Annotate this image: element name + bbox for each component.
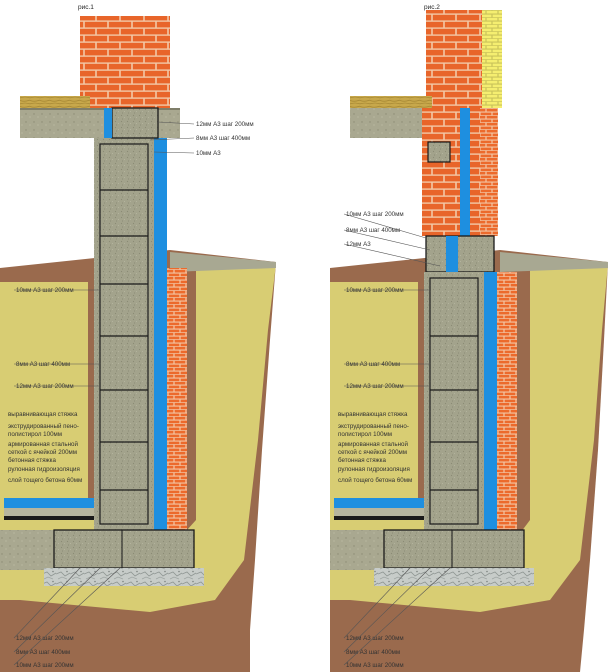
label-layer-lean-concrete-2: слой тощего бетона 60мм	[338, 477, 412, 484]
label-layer-slab-2: бетонная стяжка	[338, 457, 387, 464]
floor-layers-2	[330, 498, 424, 570]
footing-1	[53, 529, 195, 569]
wall-rebar-2	[429, 277, 479, 525]
label-rebar-10mm-wall-2: 10мм А3 шаг 200мм	[346, 287, 404, 294]
brick-cladding-1	[167, 268, 187, 530]
label-rebar-8mm-footing-2: 8мм А3 шаг 400мм	[346, 649, 400, 656]
ground-surface-2	[500, 252, 608, 272]
figure-2: рис.2 10мм А3 ша	[330, 4, 608, 672]
brick-plinth-side-2	[480, 108, 498, 236]
small-beam-2	[427, 141, 451, 163]
label-layer-waterproof-2: рулонная гидроизоляция	[338, 466, 410, 473]
label-layer-xps-1: экструдированный пено-	[8, 423, 79, 430]
gravel-bed-2	[374, 568, 534, 586]
leader-lines-1	[13, 121, 195, 666]
insulation-upper-2	[460, 108, 470, 236]
label-rebar-10mm-footing-1: 10мм А3 шаг 200мм	[16, 662, 74, 669]
brick-cladding-2	[497, 272, 517, 530]
label-rebar-12mm-footing-2: 12мм А3 шаг 200мм	[346, 635, 404, 642]
label-rebar-10mm-wall-1: 10мм А3 шаг 200мм	[16, 287, 74, 294]
brick-wall-2	[426, 10, 482, 108]
wood-floor-left-1	[20, 96, 90, 108]
label-layer-xps-2: экструдированный пено-	[338, 423, 409, 430]
label-layer-screed-2: выравнивающая стяжка	[338, 411, 408, 418]
label-layer-mesh-2-2: сеткой с ячейкой 200мм	[338, 449, 407, 456]
ground-surface-1	[170, 252, 276, 272]
label-layer-slab-1: бетонная стяжка	[8, 457, 57, 464]
label-rebar-10mm-beam-2: 10мм А3 шаг 200мм	[346, 211, 404, 218]
foundation-wall-2	[424, 272, 484, 530]
backfill-soil-1	[0, 264, 276, 612]
label-layer-waterproof-1: рулонная гидроизоляция	[8, 466, 80, 473]
leader-lines-2	[343, 213, 451, 666]
label-rebar-10mm-footing-2: 10мм А3 шаг 200мм	[346, 662, 404, 669]
label-rebar-8mm-top-1: 8мм А3 шаг 400мм	[196, 135, 250, 142]
labels-1: 12мм А3 шаг 200мм 8мм А3 шаг 400мм 10мм …	[8, 121, 254, 669]
label-rebar-12mm-footing-1: 12мм А3 шаг 200мм	[16, 635, 74, 642]
ring-beam-2	[425, 235, 495, 273]
ring-beam-1	[111, 107, 159, 139]
label-layer-mesh-1: армированная стальной	[8, 441, 78, 448]
label-rebar-8mm-beam-2: 8мм А3 шаг 400мм	[346, 227, 400, 234]
label-rebar-12mm-beam-2: 12мм А3	[346, 241, 371, 248]
gravel-bed-1	[44, 568, 204, 586]
footing-2	[383, 529, 525, 569]
label-rebar-10mm-top-1: 10мм А3	[196, 150, 221, 157]
label-layer-screed-1: выравнивающая стяжка	[8, 411, 78, 418]
label-rebar-12mm-top-1: 12мм А3 шаг 200мм	[196, 121, 254, 128]
figure-2-caption: рис.2	[424, 4, 440, 11]
label-layer-mesh-2: армированная стальной	[338, 441, 408, 448]
yellow-brick-2	[482, 10, 502, 108]
label-rebar-12mm-wall-1: 12мм А3 шаг 200мм	[16, 383, 74, 390]
brick-wall-1	[80, 16, 170, 108]
label-rebar-8mm-wall-2: 8мм А3 шаг 400мм	[346, 361, 400, 368]
foundation-wall-1	[94, 138, 154, 530]
ring-beam-insulation-2	[446, 236, 458, 272]
figure-1-caption: рис.1	[78, 4, 94, 11]
label-layer-mesh-2-1: сеткой с ячейкой 200мм	[8, 449, 77, 456]
ring-beam-insulation-1	[104, 108, 112, 138]
labels-2: 10мм А3 шаг 200мм 8мм А3 шаг 400мм 12мм …	[338, 211, 412, 669]
wall-rebar-1	[99, 143, 149, 525]
wood-floor-left-2	[350, 96, 432, 108]
figure-1: рис.1 12мм А3 шаг 200мм	[0, 4, 276, 672]
label-rebar-8mm-footing-1: 8мм А3 шаг 400мм	[16, 649, 70, 656]
label-layer-lean-concrete-1: слой тощего бетона 60мм	[8, 477, 82, 484]
brick-plinth-2	[422, 108, 480, 236]
insulation-2	[484, 272, 497, 530]
label-layer-xps-2-2: полистирол 100мм	[338, 431, 392, 438]
label-layer-xps-2-1: полистирол 100мм	[8, 431, 62, 438]
floor-layers-1	[0, 498, 94, 570]
insulation-1	[154, 138, 167, 530]
label-rebar-8mm-wall-1: 8мм А3 шаг 400мм	[16, 361, 70, 368]
slab-edge-1	[20, 108, 180, 110]
label-rebar-12mm-wall-2: 12мм А3 шаг 200мм	[346, 383, 404, 390]
backfill-soil-2	[330, 264, 608, 612]
